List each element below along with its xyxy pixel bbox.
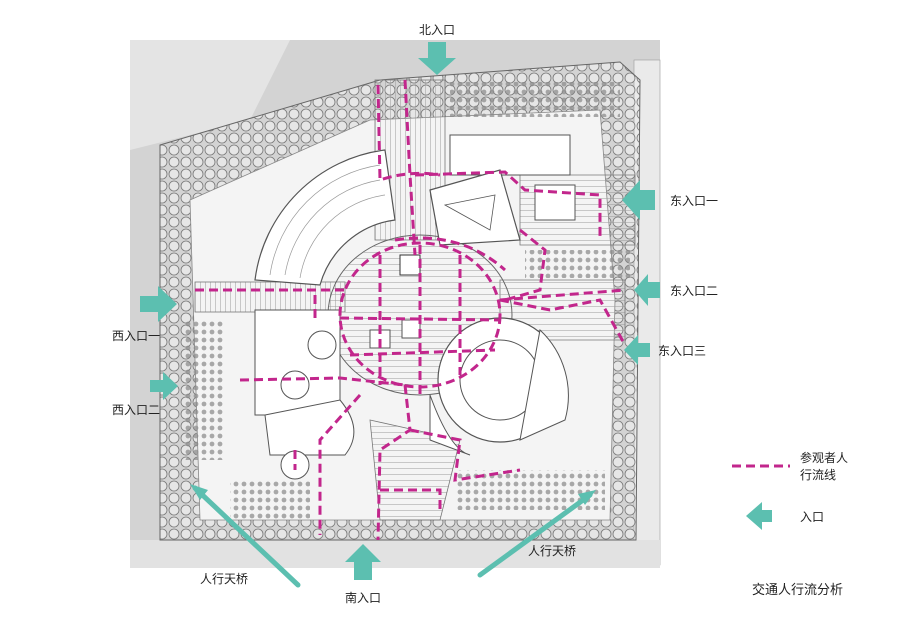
label-north: 北入口 xyxy=(419,23,455,37)
label-south: 南入口 xyxy=(345,590,381,605)
legend-path-label-2: 行流线 xyxy=(800,468,836,482)
bridge-right-line xyxy=(477,492,593,578)
label-bridge-left: 人行天桥 xyxy=(200,572,248,586)
label-west2: 西入口二 xyxy=(112,403,160,417)
label-bridge-right: 人行天桥 xyxy=(528,544,576,558)
legend-entrance-label: 入口 xyxy=(800,510,824,524)
bridge-left-line xyxy=(192,485,301,588)
east3-entrance-arrow xyxy=(624,335,650,365)
map-title: 交通人行流分析 xyxy=(752,582,843,598)
label-east1: 东入口一 xyxy=(670,194,718,208)
entrance-arrows xyxy=(140,42,772,580)
west1-entrance-arrow xyxy=(140,286,177,322)
east2-entrance-arrow xyxy=(634,274,660,306)
east1-entrance-arrow xyxy=(622,180,655,220)
legend-path-label-1: 参观者人 xyxy=(800,450,848,465)
pedestrian-flow-paths xyxy=(195,79,627,541)
pedestrian-bridges xyxy=(190,484,596,588)
north-entrance-arrow xyxy=(418,42,456,75)
buildings xyxy=(254,134,576,480)
legend-entrance-arrow xyxy=(746,502,772,530)
labels: 北入口 东入口一 东入口二 东入口三 西入口一 西入口二 南入口 人行天桥 人行… xyxy=(112,23,848,605)
label-east2: 东入口二 xyxy=(670,284,718,298)
label-west1: 西入口一 xyxy=(112,329,160,343)
south-entrance-arrow xyxy=(345,544,381,580)
west2-entrance-arrow xyxy=(150,372,178,400)
label-east3: 东入口三 xyxy=(658,344,706,358)
